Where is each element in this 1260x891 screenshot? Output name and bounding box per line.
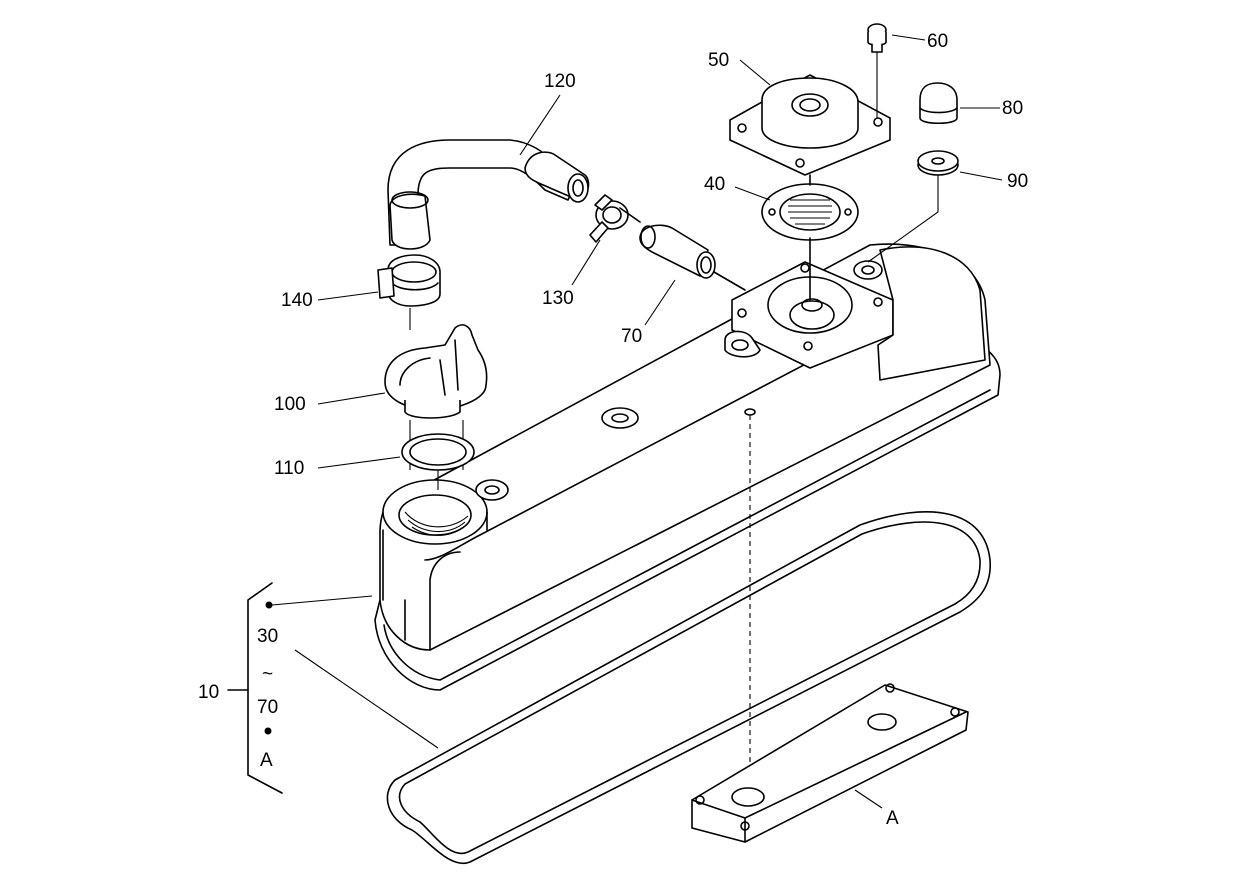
part-labels: 10 30 ~ 70 A 40 50 60 70 80 90 100 110 1… [198, 31, 1028, 829]
label-a-group: A [260, 750, 273, 771]
label-70-group: 70 [257, 697, 278, 718]
bracket-a [691, 683, 969, 843]
bullet-dot [264, 727, 272, 735]
breather-valve-40 [761, 183, 859, 301]
label-a: A [886, 808, 899, 829]
label-tilde: ~ [262, 664, 273, 685]
label-90: 90 [1007, 171, 1028, 192]
valve-cover [374, 243, 1001, 691]
label-50: 50 [708, 50, 729, 71]
hose-clamp-140 [377, 254, 441, 330]
label-80: 80 [1002, 98, 1023, 119]
label-30: 30 [257, 626, 278, 647]
label-70: 70 [621, 326, 642, 347]
label-100: 100 [274, 394, 306, 415]
label-60: 60 [927, 31, 948, 52]
cap-nut-80 [919, 82, 958, 125]
cover-gasket [386, 511, 991, 865]
hose-120 [387, 139, 590, 250]
group-bracket-10 [227, 582, 283, 794]
bullet-dot [265, 601, 273, 609]
tube-70 [639, 224, 746, 291]
label-10: 10 [198, 682, 219, 703]
label-40: 40 [704, 174, 725, 195]
washer-90 [867, 150, 959, 263]
label-130: 130 [542, 288, 574, 309]
filler-cap-100 [384, 324, 488, 470]
label-110: 110 [274, 458, 304, 479]
breather-cover-50 [729, 74, 891, 186]
clamp-130 [589, 194, 641, 243]
label-120: 120 [544, 71, 576, 92]
leader-lines [271, 34, 1003, 809]
o-ring-110 [401, 433, 475, 490]
screw-60 [867, 23, 887, 118]
label-140: 140 [281, 290, 313, 311]
